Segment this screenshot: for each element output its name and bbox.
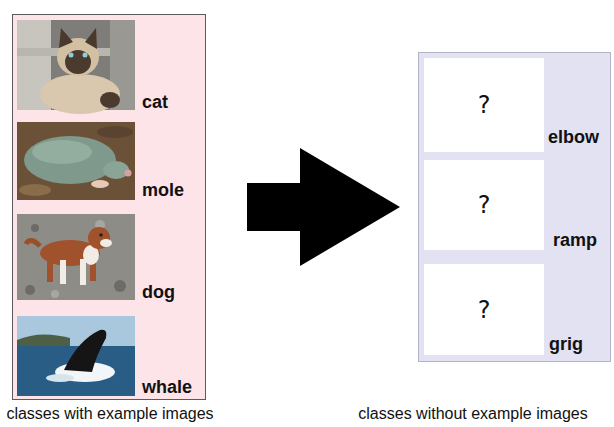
dog-photo-part <box>47 258 53 282</box>
whale-photo-part <box>84 346 94 352</box>
cat-photo-part <box>40 74 120 114</box>
dog-photo-part <box>100 239 112 247</box>
class-label: mole <box>142 180 184 200</box>
unseen-classes-panel: ???elbowrampgrigclasses without example … <box>418 52 611 362</box>
dog-photo-part <box>114 280 126 292</box>
cat-photo-part <box>85 28 97 49</box>
whale-photo-part <box>46 374 74 382</box>
missing-image-box: ? <box>424 160 544 250</box>
panel-ground-part <box>12 14 206 400</box>
mole-photo-part <box>97 126 133 138</box>
mole-photo-part <box>24 136 116 184</box>
panel-caption: classes with example images <box>3 404 217 424</box>
mole-photo-part <box>32 140 92 164</box>
dog-photo-part <box>17 214 135 300</box>
missing-image-box: ? <box>424 264 544 355</box>
unknown-mark: ? <box>424 296 544 324</box>
dog-photo-part <box>80 259 86 285</box>
mole-photo <box>17 122 135 200</box>
panel-caption: classes without example images <box>333 404 613 424</box>
dog-photo-part <box>26 240 40 246</box>
unknown-mark: ? <box>424 191 544 219</box>
class-label: ramp <box>553 230 597 250</box>
class-label: whale <box>142 377 192 397</box>
unknown-mark: ? <box>424 91 544 119</box>
cat-photo-part <box>83 53 88 58</box>
mole-photo-part <box>17 122 135 200</box>
class-label: grig <box>549 334 583 354</box>
mole-photo-part <box>91 180 109 188</box>
dog-photo-part <box>99 233 103 237</box>
whale-photo <box>17 316 135 396</box>
cat-photo <box>17 20 135 114</box>
dog-photo-part <box>51 290 59 298</box>
whale-photo-part <box>64 330 106 372</box>
seen-classes-panel: catmoledogwhaleclasses with example imag… <box>12 14 206 400</box>
class-label: elbow <box>548 127 599 147</box>
missing-image-box: ? <box>424 58 544 152</box>
panel-ground <box>12 14 611 400</box>
block-arrow <box>247 148 400 266</box>
whale-photo-part <box>17 316 135 348</box>
mole-photo-part <box>125 170 132 177</box>
dog-photo-part <box>31 224 39 232</box>
panel-ground-part <box>418 52 611 362</box>
whale-photo-part <box>17 334 70 348</box>
dog-photo-part <box>25 285 35 295</box>
mole-photo-part <box>103 161 129 179</box>
dog-photo-part <box>60 260 66 284</box>
cat-photo-part <box>59 28 73 48</box>
class-label: cat <box>142 92 168 112</box>
cat-photo-part <box>65 50 91 74</box>
cat-photo-part <box>100 92 120 108</box>
class-label: dog <box>142 282 175 302</box>
dog-photo <box>17 214 135 300</box>
cat-photo-part <box>69 53 74 58</box>
mole-photo-part <box>19 184 51 196</box>
